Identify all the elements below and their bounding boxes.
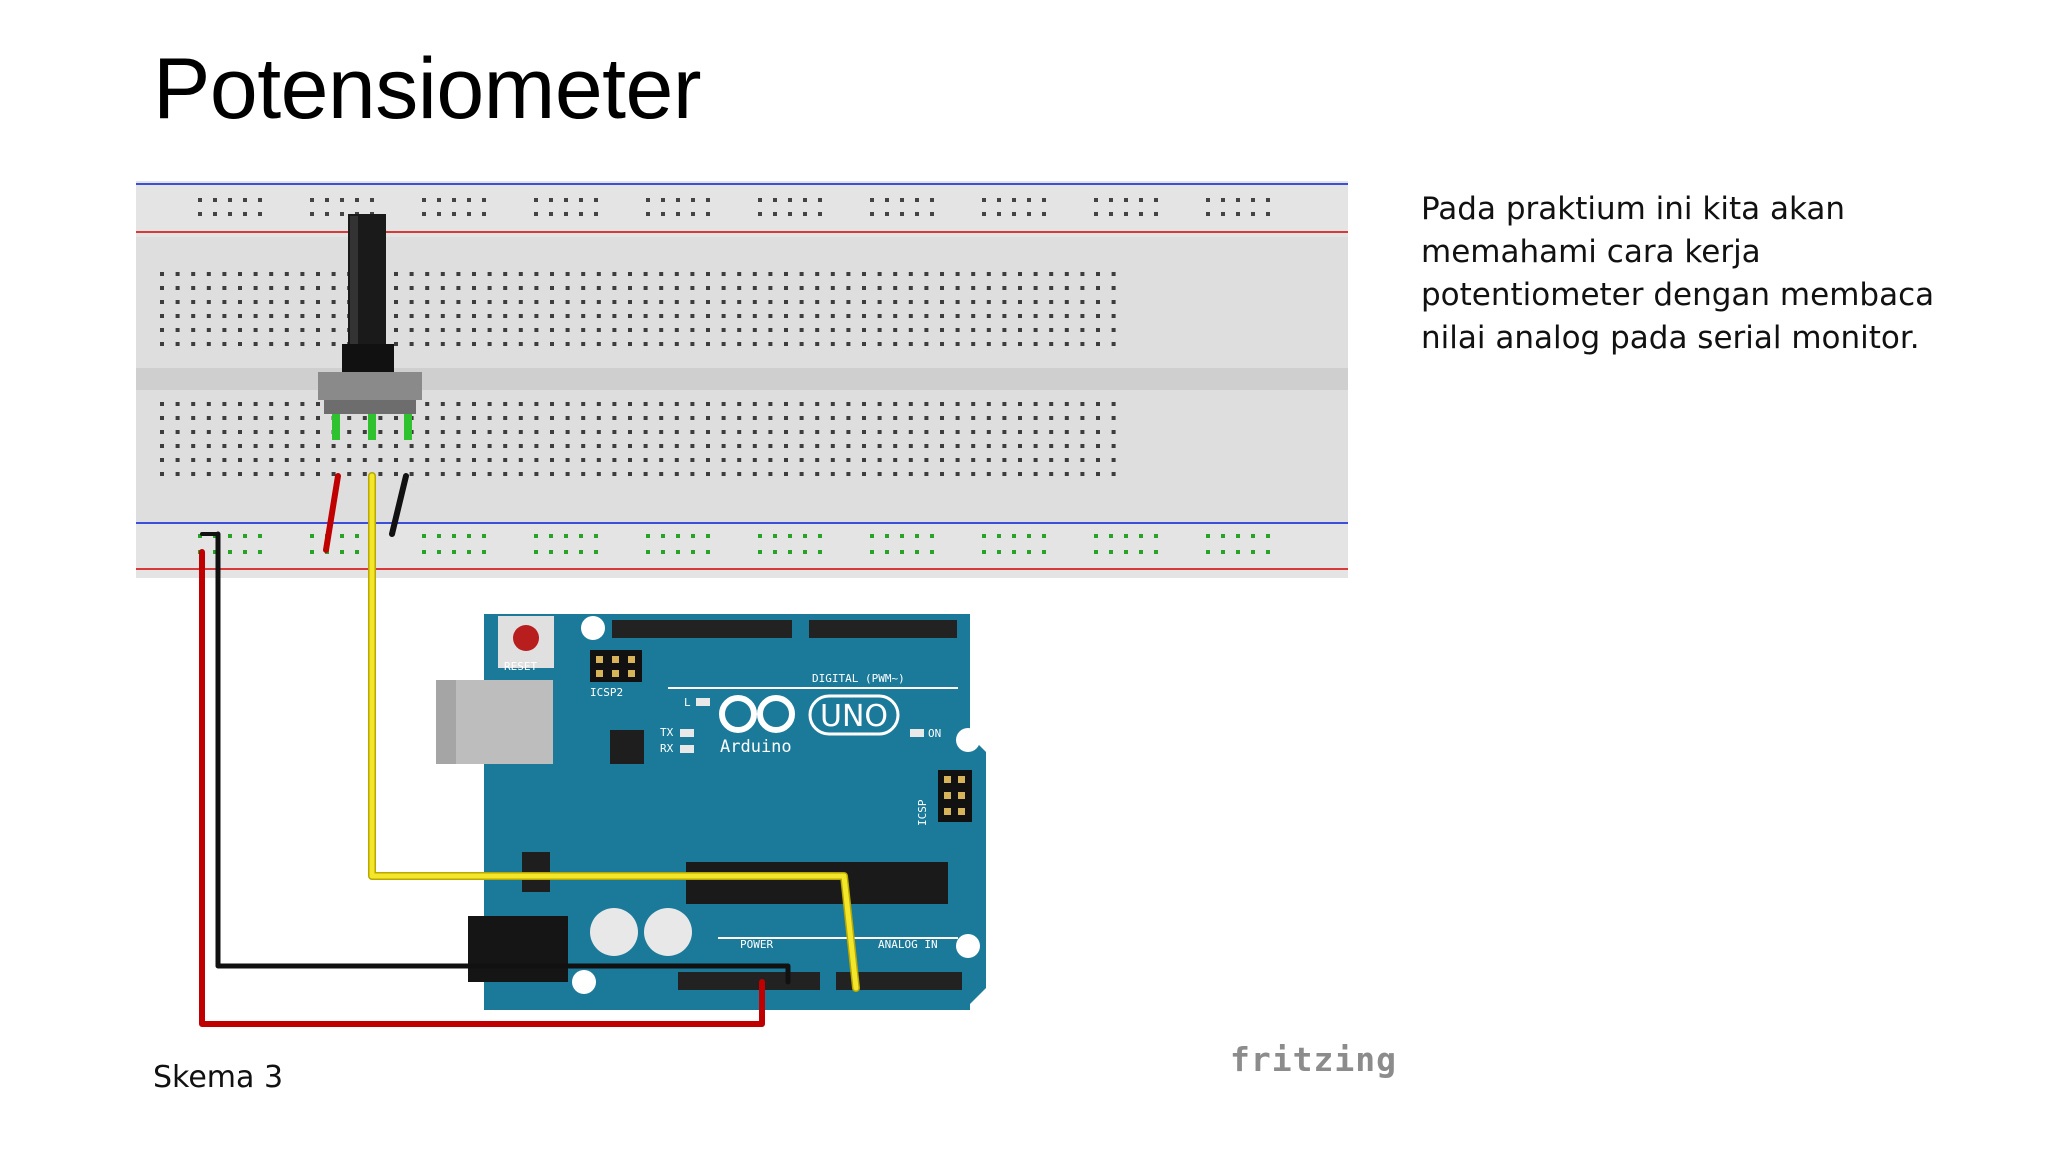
wires [199,472,860,1027]
analog-label: ANALOG IN [878,938,938,951]
breadboard [136,181,1348,578]
figure-caption: Skema 3 [153,1060,284,1095]
led-on-label: ON [928,727,941,740]
icsp2-label: ICSP2 [590,686,623,699]
led-l-label: L [684,696,691,709]
slide-description: Pada praktium ini kita akan memahami car… [1421,191,1935,356]
fritzing-watermark: fritzing [1230,1040,1397,1079]
power-label: POWER [740,938,773,951]
potentiometer [318,214,422,440]
slide-title: Potensiometer [153,41,702,137]
led-rx-label: RX [660,742,674,755]
uno-label: UNO [820,699,888,734]
arduino-uno-board: RESET ICSP2 DIGITAL (PWM~) UNO Arduino [436,614,986,1010]
led-tx-label: TX [660,726,674,739]
brand-label: Arduino [720,737,792,757]
arduino-logo: UNO Arduino [719,694,900,757]
circuit-diagram: RESET ICSP2 DIGITAL (PWM~) UNO Arduino [128,176,1396,1152]
icsp-label: ICSP [916,799,929,826]
digital-label: DIGITAL (PWM~) [812,672,905,685]
reset-label: RESET [504,660,537,673]
